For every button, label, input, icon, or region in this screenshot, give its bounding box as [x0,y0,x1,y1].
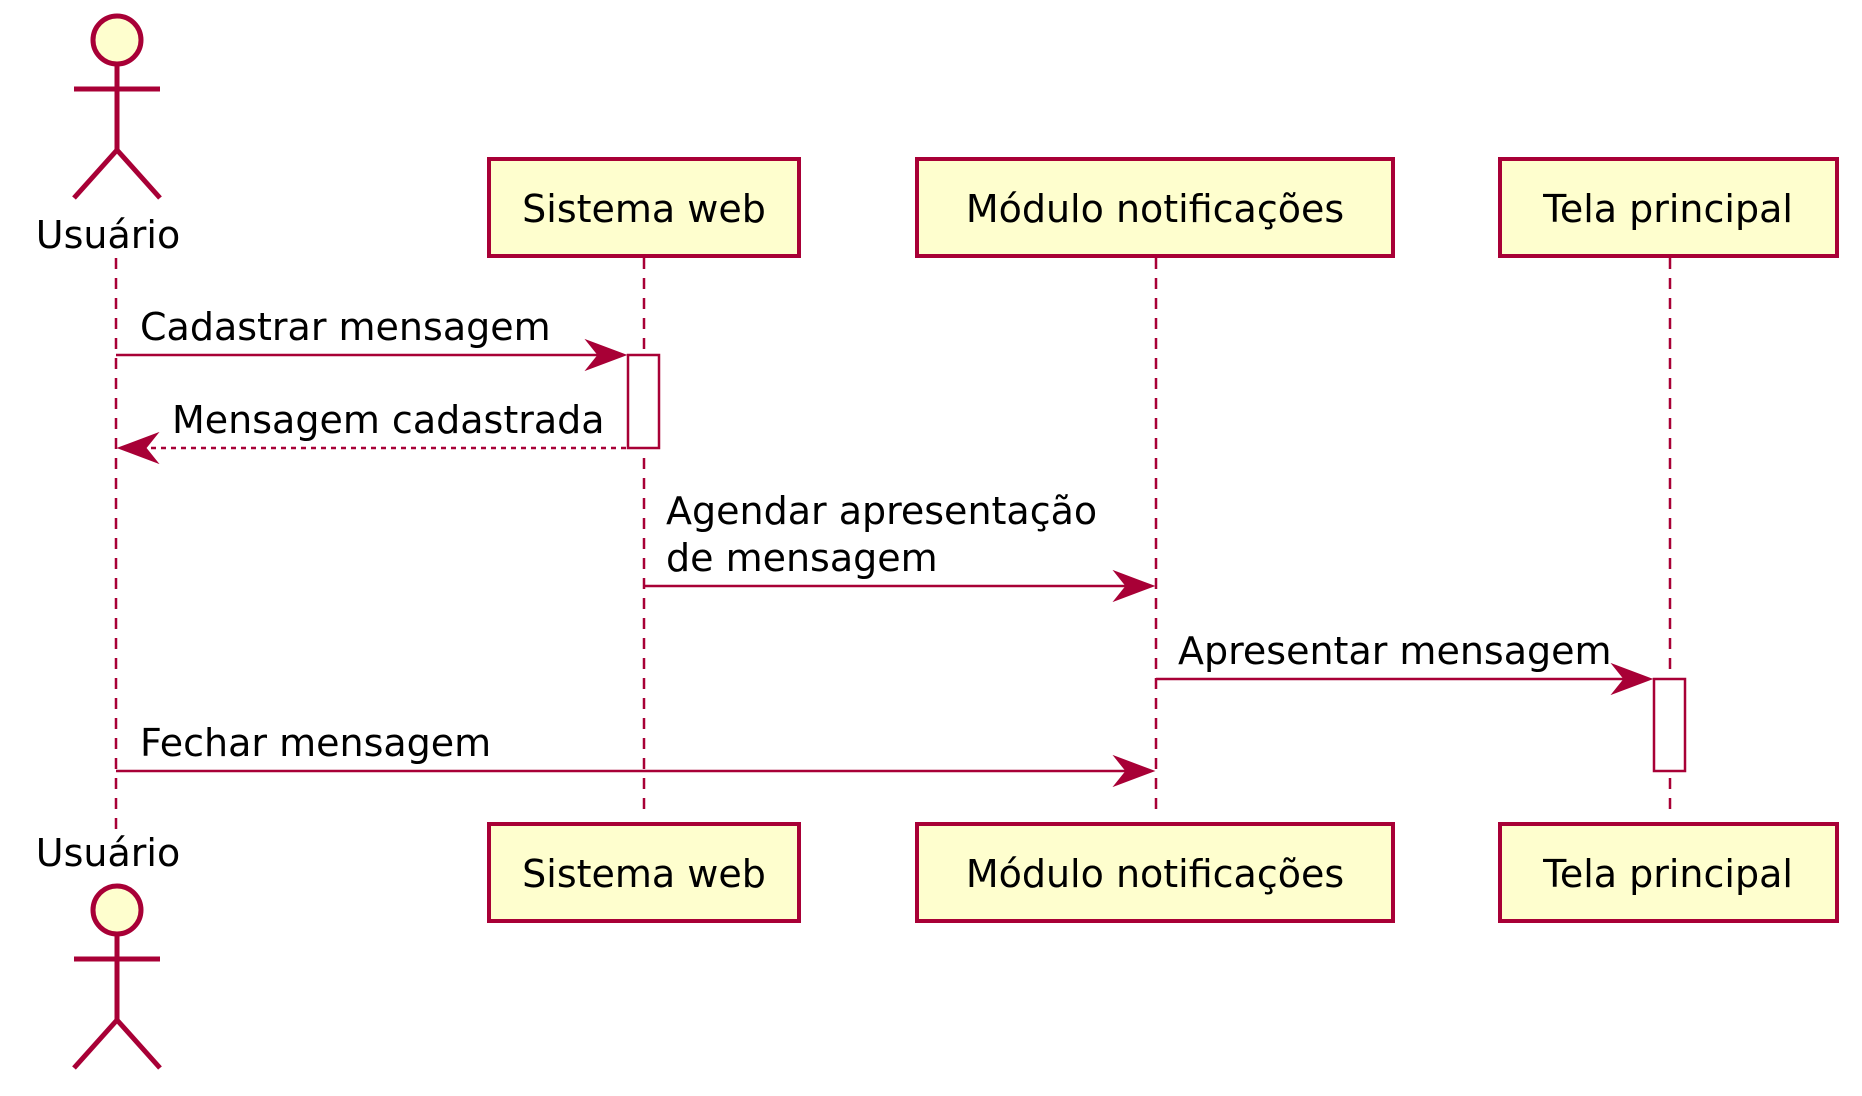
actor-head-icon [90,883,144,937]
actor-label-bottom: Usuário [36,831,180,875]
actor-left-leg [72,148,119,200]
actor-right-leg [115,148,162,200]
actor-left-leg [72,1018,119,1070]
participant-label: Módulo notificações [966,187,1344,231]
participant-label: Tela principal [1542,187,1793,231]
participant-label: Tela principal [1542,852,1793,896]
participant-tela-principal-bottom: Tela principal [1498,822,1839,923]
participant-label: Módulo notificações [966,852,1344,896]
arrowhead-icon [116,431,160,465]
actor-right-leg [115,1018,162,1070]
message-mensagem-cadastrada: Mensagem cadastrada [116,398,626,465]
actor-usuario-top: Usuário [36,13,180,257]
participant-sistema-web-top: Sistema web [487,157,801,258]
arrowhead-icon [1112,754,1156,788]
participant-modulo-notificacoes-bottom: Módulo notificações [915,822,1395,923]
arrowhead-icon [1610,662,1654,696]
arrowhead-icon [1112,569,1156,603]
participant-modulo-notificacoes-top: Módulo notificações [915,157,1395,258]
message-label-line-1: Agendar apresentação [666,489,1097,533]
activation-sistema-web [626,353,661,450]
message-label-line-2: de mensagem [666,536,938,580]
activation-tela-principal [1652,677,1687,773]
message-label: Fechar mensagem [140,721,491,765]
participant-sistema-web-bottom: Sistema web [487,822,801,923]
participant-tela-principal-top: Tela principal [1498,157,1839,258]
participant-label: Sistema web [522,187,766,231]
participant-label: Sistema web [522,852,766,896]
message-agendar-apresentacao: Agendar apresentação de mensagem [644,489,1156,603]
message-label: Mensagem cadastrada [172,398,605,442]
actor-head-icon [90,13,144,67]
message-label: Apresentar mensagem [1178,629,1612,673]
message-label: Cadastrar mensagem [140,305,551,349]
actor-label-top: Usuário [36,213,180,257]
message-cadastrar-mensagem: Cadastrar mensagem [116,305,628,372]
actor-usuario-bottom: Usuário [36,831,180,1070]
message-fechar-mensagem: Fechar mensagem [116,721,1156,788]
message-apresentar-mensagem: Apresentar mensagem [1156,629,1654,696]
arrowhead-icon [584,338,628,372]
